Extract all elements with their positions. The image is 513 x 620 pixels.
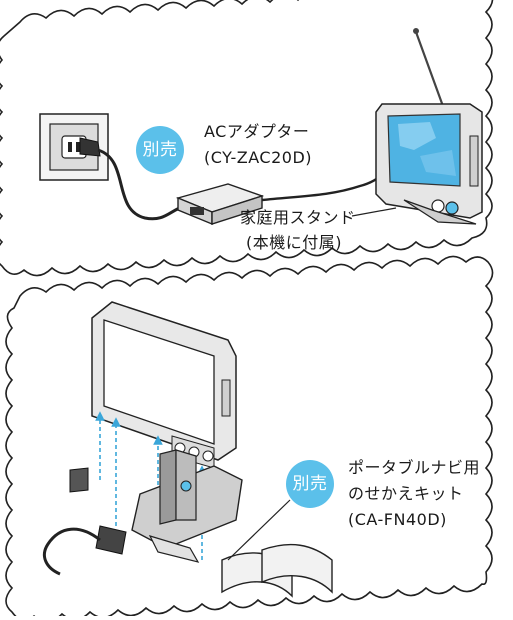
mount-cradle: [131, 449, 243, 563]
stand-name-label: 家庭用スタンド: [240, 208, 356, 227]
kit-name-line2: のせかえキット: [348, 484, 464, 503]
kit-model-label: (CA-FN40D): [348, 510, 447, 529]
ac-plug: [79, 137, 186, 221]
badge-separately-sold-2: 別売: [286, 460, 334, 508]
kit-leader-line: [227, 499, 291, 561]
stand-leader-line: [351, 207, 397, 217]
stand-note-label: (本機に付属): [246, 233, 342, 252]
panel-top-frame: [0, 0, 494, 277]
badge-separately-sold-1: 別売: [136, 126, 184, 174]
portable-tv-device: [375, 28, 483, 225]
adapter-name-label: ACアダプター: [204, 122, 310, 141]
ac-adapter: [175, 183, 265, 226]
adapter-model-label: (CY-ZAC20D): [204, 148, 312, 167]
dashboard-vent: [221, 543, 333, 598]
kit-name-line1: ポータブルナビ用: [348, 458, 481, 477]
portable-navi-unit: [91, 301, 237, 469]
connector-cable: [43, 467, 127, 576]
